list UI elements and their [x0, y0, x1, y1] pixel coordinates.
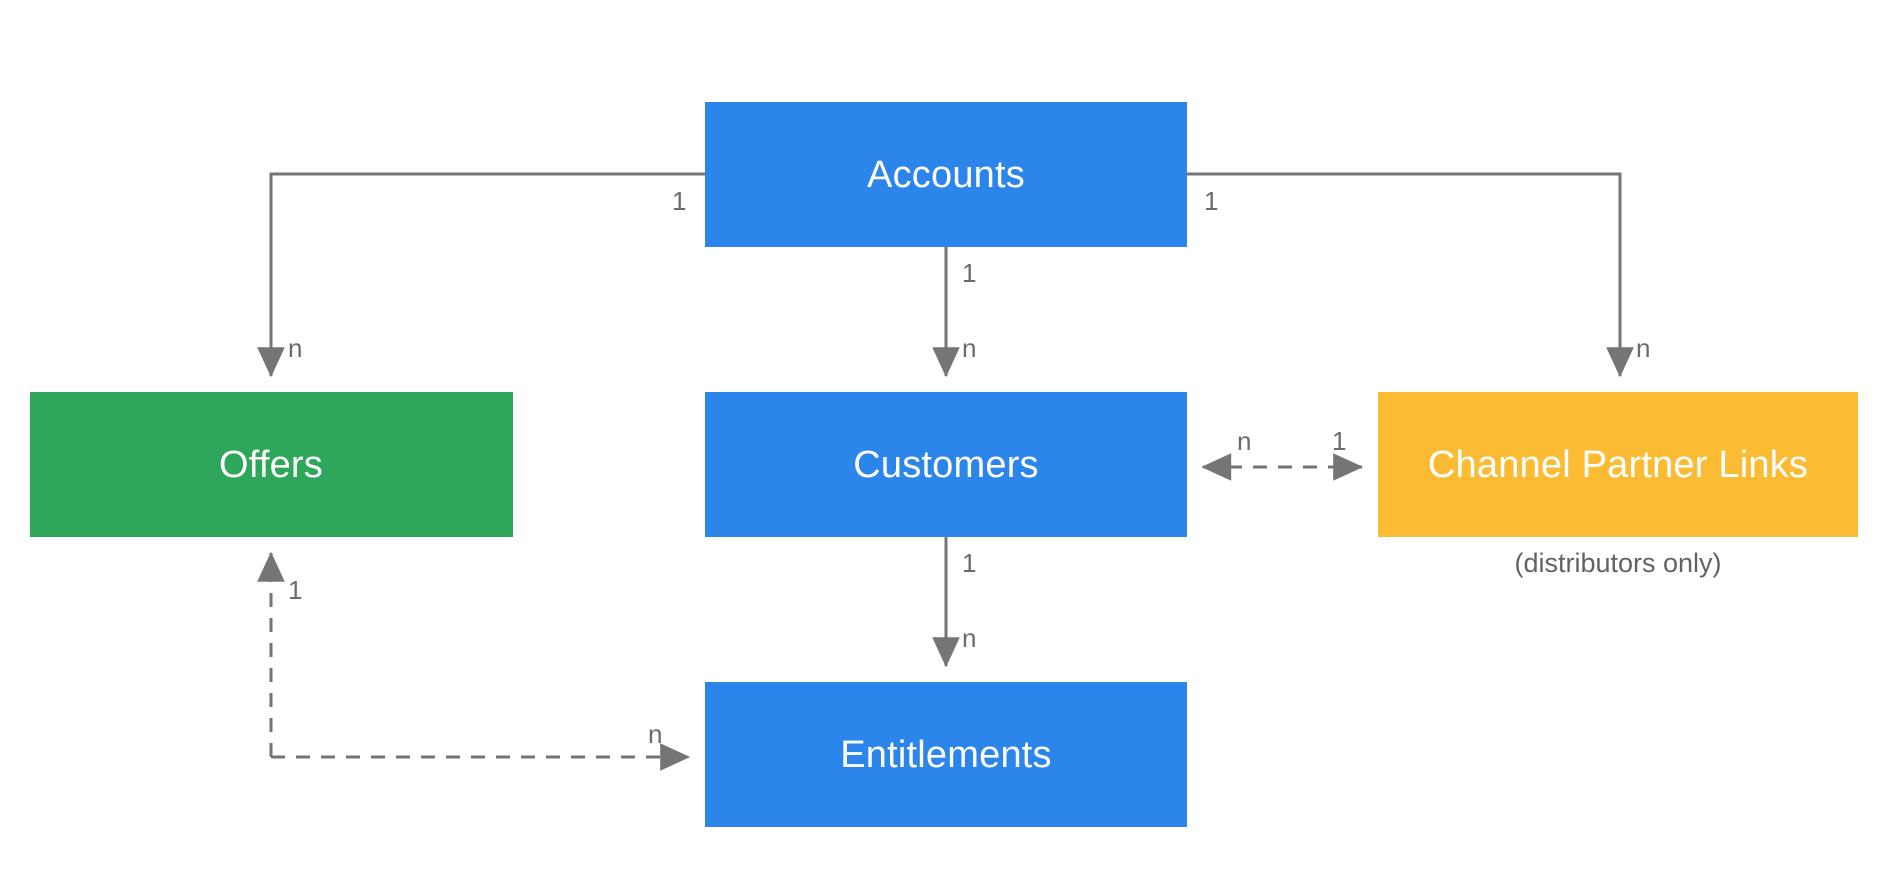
channel-partner-links-note: (distributors only) — [1514, 548, 1721, 578]
node-channel-partner-links[interactable]: Channel Partner Links — [1378, 392, 1858, 537]
edge-customers-entitlements: 1 n — [932, 537, 976, 668]
edge-accounts-channel-partner-links-target-label: n — [1636, 333, 1650, 363]
node-entitlements-label: Entitlements — [840, 734, 1052, 776]
node-customers[interactable]: Customers — [705, 392, 1187, 537]
node-accounts[interactable]: Accounts — [705, 102, 1187, 247]
node-entitlements[interactable]: Entitlements — [705, 682, 1187, 827]
node-offers-label: Offers — [219, 444, 323, 486]
edge-accounts-channel-partner-links-source-label: 1 — [1204, 186, 1218, 216]
edge-accounts-channel-partner-links: 1 n — [1187, 172, 1650, 378]
edge-offers-entitlements-target-label: 1 — [288, 575, 302, 605]
edge-offers-entitlements-source-label: n — [648, 719, 662, 749]
edge-customers-channel-partner-links: n 1 — [1201, 426, 1364, 481]
edge-customers-entitlements-target-label: n — [962, 623, 976, 653]
node-entitlements-box[interactable] — [705, 682, 1187, 827]
edge-accounts-channel-partner-links-line — [1187, 172, 1634, 378]
edge-customers-channel-partner-links-target-label: 1 — [1332, 426, 1346, 456]
node-accounts-box[interactable] — [705, 102, 1187, 247]
edge-accounts-customers-source-label: 1 — [962, 258, 976, 288]
node-customers-box[interactable] — [705, 392, 1187, 537]
node-offers[interactable]: Offers — [30, 392, 513, 537]
edge-accounts-offers-line — [257, 172, 705, 378]
edge-accounts-customers: 1 n — [932, 247, 976, 378]
edge-accounts-offers-source-label: 1 — [672, 186, 686, 216]
edge-accounts-customers-target-label: n — [962, 333, 976, 363]
edge-customers-channel-partner-links-source-label: n — [1237, 426, 1251, 456]
edge-customers-entitlements-source-label: 1 — [962, 548, 976, 578]
node-customers-label: Customers — [853, 444, 1039, 486]
edge-accounts-offers-target-label: n — [288, 333, 302, 363]
node-accounts-label: Accounts — [867, 154, 1025, 196]
node-channel-partner-links-label: Channel Partner Links — [1428, 444, 1808, 486]
edge-offers-entitlements: n 1 — [257, 551, 691, 771]
edge-accounts-offers: 1 n — [257, 172, 705, 378]
node-offers-box[interactable] — [30, 392, 513, 537]
node-channel-partner-links-box[interactable] — [1378, 392, 1858, 537]
